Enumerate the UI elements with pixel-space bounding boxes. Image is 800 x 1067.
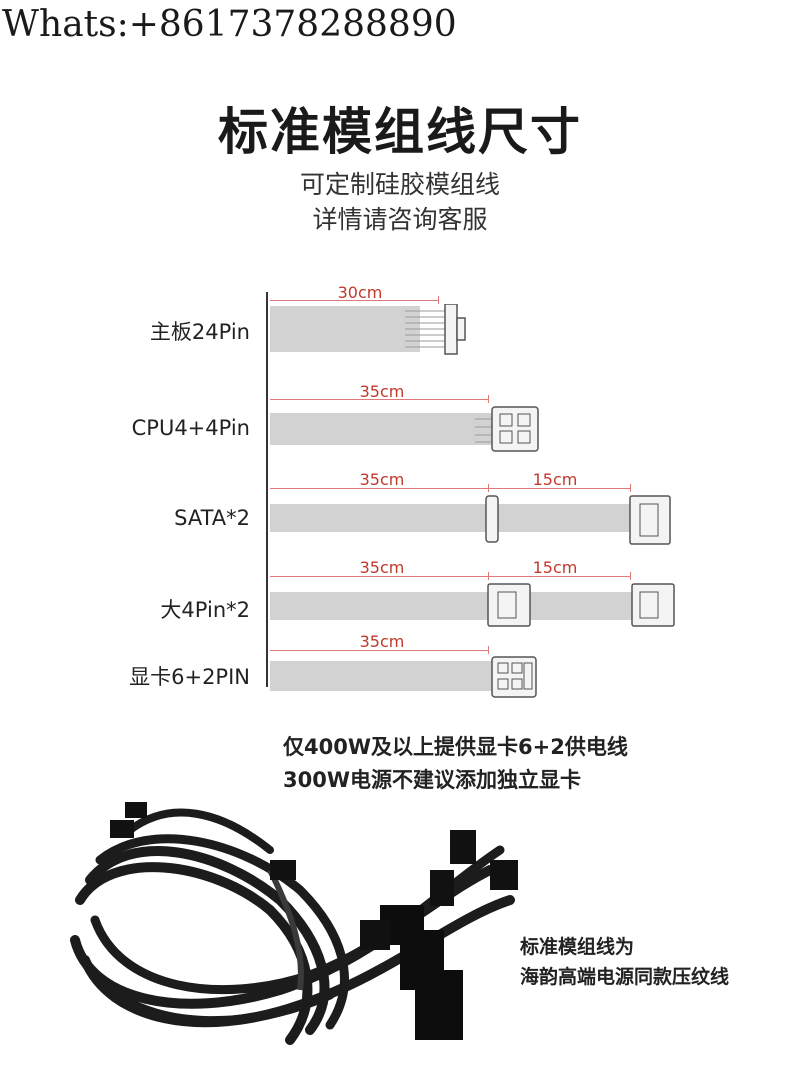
cable-cpu xyxy=(270,406,539,452)
dim-tick xyxy=(488,572,489,580)
cable-label-gpu: 显卡6+2PIN xyxy=(129,665,250,689)
dim-tick xyxy=(488,484,489,492)
dim-label-molex-1: 35cm xyxy=(359,558,405,577)
dim-label-cpu: 35cm xyxy=(359,382,405,401)
cable-label-24pin: 主板24Pin xyxy=(149,320,250,344)
cable-24pin xyxy=(270,304,466,355)
cable-molex xyxy=(270,583,675,627)
dim-line-24pin xyxy=(270,300,438,301)
dim-tick xyxy=(438,296,439,304)
dim-tick xyxy=(630,572,631,580)
watermark-text: Whats:+8617378288890 xyxy=(2,4,457,45)
cable-bundle-photo xyxy=(70,802,518,1045)
dim-tick xyxy=(488,395,489,403)
photo-caption-line-1: 标准模组线为 xyxy=(520,936,635,958)
dim-label-24pin: 30cm xyxy=(337,283,383,302)
cable-gpu xyxy=(270,656,537,698)
dim-label-molex-2: 15cm xyxy=(532,558,578,577)
dim-line-gpu xyxy=(270,650,488,651)
dim-label-sata-2: 15cm xyxy=(532,470,578,489)
diagram-divider xyxy=(266,292,268,687)
dim-tick xyxy=(630,484,631,492)
dim-line-sata xyxy=(270,488,630,489)
page-title: 标准模组线尺寸 xyxy=(218,103,582,161)
dim-label-sata-1: 35cm xyxy=(359,470,405,489)
cable-label-sata: SATA*2 xyxy=(174,506,250,530)
dim-label-gpu: 35cm xyxy=(359,632,405,651)
cable-label-cpu: CPU4+4Pin xyxy=(131,416,250,440)
note-line-2: 300W电源不建议添加独立显卡 xyxy=(283,768,581,792)
photo-caption-line-2: 海韵高端电源同款压纹线 xyxy=(520,966,730,988)
cable-sata xyxy=(270,495,671,545)
note-line-1: 仅400W及以上提供显卡6+2供电线 xyxy=(283,735,628,759)
subtitle-line-2: 详情请咨询客服 xyxy=(312,205,488,234)
dim-line-cpu xyxy=(270,399,488,400)
cable-label-molex: 大4Pin*2 xyxy=(160,598,250,622)
subtitle-line-1: 可定制硅胶模组线 xyxy=(299,170,500,199)
dim-line-molex xyxy=(270,576,630,577)
dim-tick xyxy=(488,646,489,654)
